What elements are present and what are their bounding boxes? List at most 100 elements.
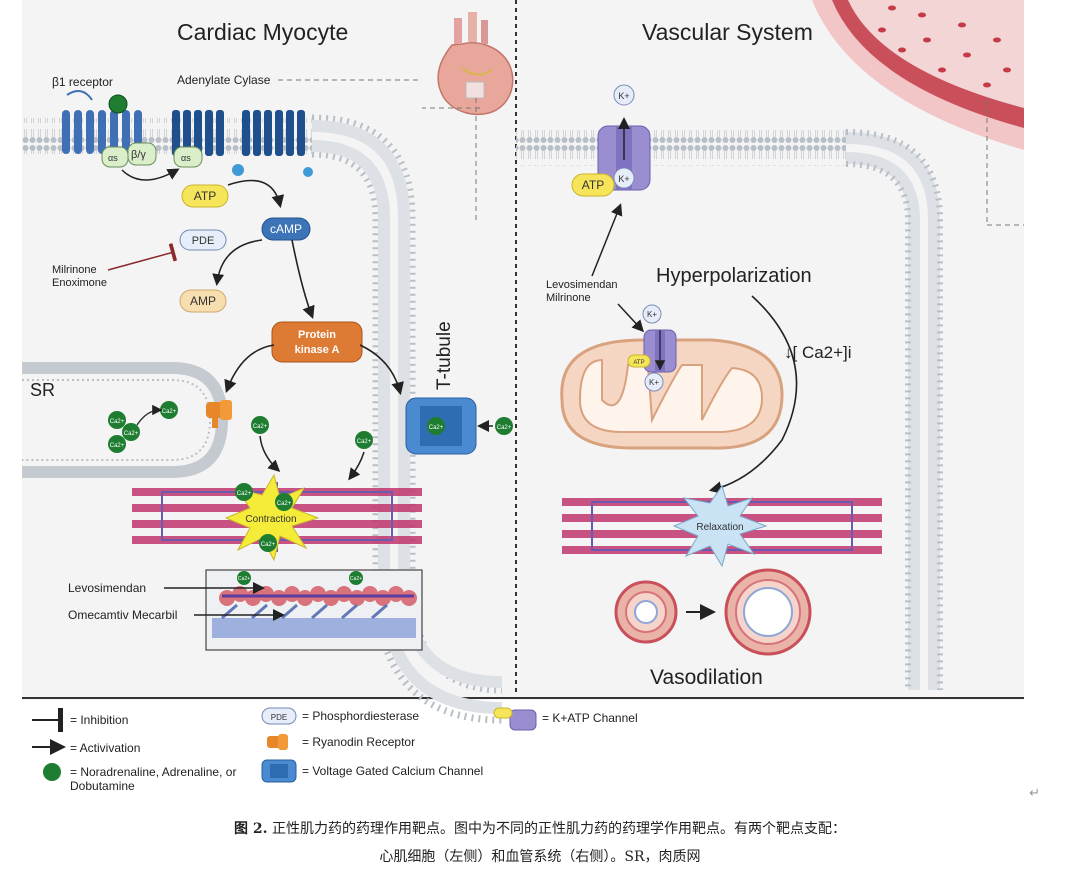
svg-text:Ca2+: Ca2+ (110, 419, 125, 425)
left-panel-title: Cardiac Myocyte (177, 19, 348, 45)
sr-label: SR (30, 380, 55, 400)
ca-ion-troponin: Ca2+ Ca2+ (237, 571, 363, 585)
inotrope-target-diagram: Cardiac Myocyte T-tubule β1 receptor αs … (22, 0, 1024, 793)
arrow-ca-to-myofilament (259, 435, 281, 473)
svg-text:αs: αs (181, 153, 191, 163)
blood-vessel (812, 0, 1024, 150)
camp-pill: cAMP (261, 217, 311, 241)
omecamtiv-label: Omecamtiv Mecarbil (68, 608, 177, 622)
hyperpolarization-label: Hyperpolarization (656, 265, 812, 287)
adenylate-cyclase (172, 110, 313, 177)
svg-text:Ca2+: Ca2+ (124, 431, 139, 437)
diagram-background (22, 0, 1024, 700)
sarcoplasmic-reticulum (22, 362, 229, 478)
ca-ion-extracellular: Ca2+ (495, 417, 513, 435)
svg-text:Ca2+: Ca2+ (277, 501, 292, 507)
agonist-ligand (108, 94, 128, 114)
t-tubule-membrane-inner (311, 150, 503, 724)
return-mark: ↵ (1029, 786, 1040, 801)
cell-membrane (22, 118, 312, 154)
actin-filament (219, 586, 417, 606)
milrinone-label: Milrinone (52, 264, 97, 276)
levosimendan-left-label: Levosimendan (68, 581, 146, 595)
g-protein-alpha-s-active: αs (173, 146, 203, 168)
ryanodine-receptor (206, 400, 232, 428)
figure-number: 图 2. (234, 821, 268, 837)
svg-text:cAMP: cAMP (270, 222, 302, 236)
pde-chip: PDE (179, 229, 227, 251)
vessel-constricted-icon (614, 580, 678, 644)
svg-text:Ca2+: Ca2+ (261, 542, 276, 548)
legend-agonists: = Noradrenaline, Adrenaline, or (70, 765, 236, 779)
caption-text-2: 心肌细胞（左侧）和血管系统（右侧）。SR，肉质网 (379, 849, 701, 865)
contraction-label: Contraction (245, 514, 296, 525)
right-panel-title: Vascular System (642, 19, 813, 45)
atp-pill-mito: ATP (627, 354, 651, 368)
beta1-receptor (62, 90, 142, 154)
figure-caption-line2: 心肌细胞（左侧）和血管系统（右侧）。SR，肉质网 (0, 846, 1080, 866)
svg-text:Protein: Protein (298, 329, 336, 341)
legend-inhibition: = Inhibition (70, 713, 128, 727)
legend-vgcc: = Voltage Gated Calcium Channel (302, 764, 483, 778)
heart-icon (437, 12, 514, 116)
smooth-muscle-membrane (516, 130, 846, 166)
protein-kinase-a: Protein kinase A (271, 321, 363, 363)
ca-ion-cluster: Ca2+ Ca2+ Ca2+ (108, 411, 140, 453)
arrow-gprotein-to-ac (121, 168, 180, 181)
relaxation-label: Relaxation (696, 522, 743, 533)
arrow-camp-to-pka (291, 239, 315, 319)
legend-agonists-2: Dobutamine (70, 779, 135, 793)
svg-text:kinase A: kinase A (295, 344, 340, 356)
arrow-hyperpol-to-relaxation (708, 295, 798, 494)
beta1-receptor-label: β1 receptor (52, 75, 113, 89)
mitochondrion (560, 338, 784, 450)
svg-text:ATP: ATP (582, 178, 604, 192)
svg-text:αs: αs (108, 153, 118, 163)
g-protein-beta-gamma: β/γ (127, 142, 157, 166)
ca-decrease-label: ↓[ Ca2+]i (784, 343, 852, 362)
ca-ion-released: Ca2+ (160, 401, 178, 419)
ca-ion-sarcomere: Ca2+ Ca2+ Ca2+ (235, 483, 293, 552)
g-protein-alpha-s: αs (101, 146, 129, 168)
adenylate-cyclase-label: Adenylate Cylase (177, 73, 271, 87)
svg-text:Ca2+: Ca2+ (429, 425, 444, 431)
legend-agonist-icon (43, 763, 61, 781)
pde-inhibition-line (107, 243, 178, 271)
arrow-ca-from-vgcc (348, 451, 365, 481)
legend-pde-icon (261, 707, 297, 725)
voltage-gated-calcium-channel: Ca2+ (405, 397, 477, 455)
svg-text:Ca2+: Ca2+ (253, 424, 268, 430)
t-tubule-label: T-tubule (434, 321, 455, 390)
svg-text:PDE: PDE (271, 713, 287, 722)
levosimendan-right-label: Levosimendan (546, 279, 618, 291)
svg-text:Ca2+: Ca2+ (357, 439, 372, 445)
arrow-drugs-to-mito-katp (617, 303, 645, 333)
legend-vgcc-icon (261, 759, 297, 783)
ca-ion-from-vgcc: Ca2+ (355, 431, 373, 449)
ca-ion-cytosol: Ca2+ (251, 416, 269, 434)
milrinone-right-label: Milrinone (546, 292, 591, 304)
legend-phosphodiesterase: = Phosphordiesterase (302, 709, 419, 723)
svg-text:K+: K+ (618, 174, 629, 184)
enoximone-label: Enoximone (52, 277, 107, 289)
arrow-pka-to-ryr (224, 344, 275, 393)
svg-text:Ca2+: Ca2+ (110, 443, 125, 449)
arrow-ca-to-ryr (136, 404, 163, 426)
legend-activation: = Activivation (70, 741, 140, 755)
svg-text:Ca2+: Ca2+ (237, 491, 252, 497)
k-ion-mito-out: K+ (642, 304, 662, 324)
legend-ryanodine-icon (267, 734, 288, 750)
figure-caption-line1: 图 2. 正性肌力药的药理作用靶点。图中为不同的正性肌力药的药理学作用靶点。有两… (0, 818, 1080, 838)
svg-text:β/γ: β/γ (131, 149, 146, 161)
legend: = Inhibition = Activivation = Noradrenal… (32, 707, 638, 793)
katp-channel-mitochondrial (643, 329, 677, 373)
legend-katp-icon (493, 707, 537, 731)
myosin-filament (212, 603, 416, 638)
svg-text:K+: K+ (647, 310, 657, 319)
k-ion-in: K+ (613, 167, 635, 189)
caption-text-1: 正性肌力药的药理作用靶点。图中为不同的正性肌力药的药理学作用靶点。有两个靶点支配… (271, 821, 846, 837)
k-ion-out: K+ (613, 84, 635, 106)
arrow-atp-to-camp (227, 179, 285, 209)
relaxation-burst (672, 484, 768, 568)
svg-text:AMP: AMP (190, 294, 216, 308)
